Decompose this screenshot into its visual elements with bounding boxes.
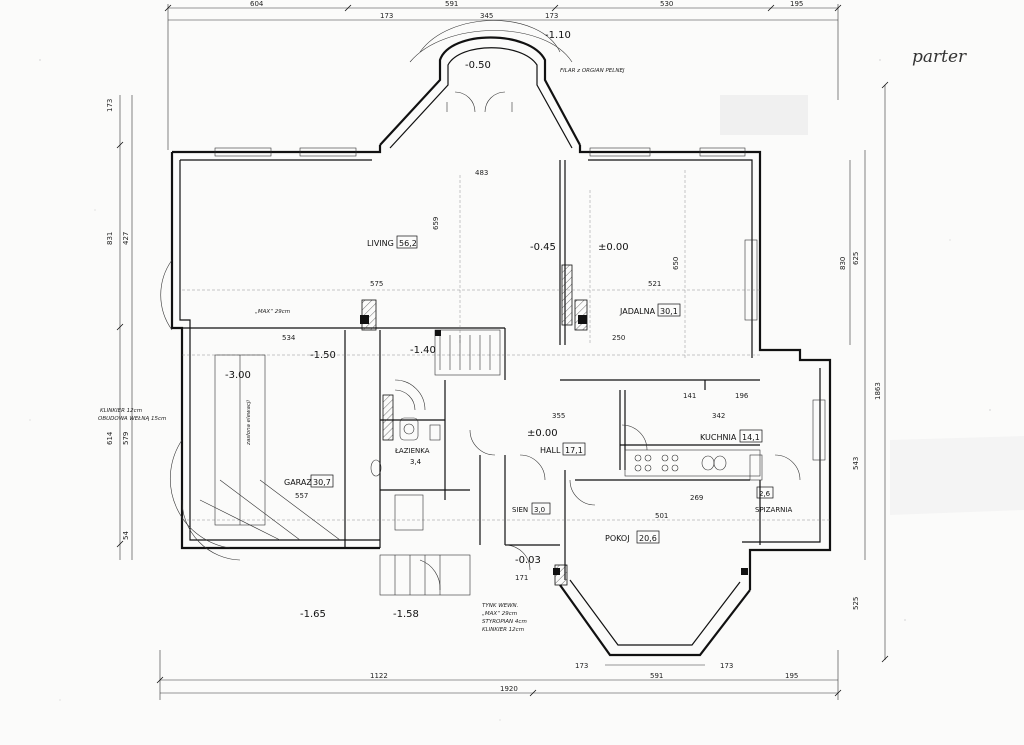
room-area-garaz: 30,7 — [313, 478, 331, 487]
note-garage: zasłona elewacji — [246, 400, 252, 446]
dim-label: 501 — [655, 512, 668, 520]
dim-label: 427 — [122, 232, 130, 245]
room-name-garaz: GARAZ — [284, 478, 312, 487]
dim-label: 173 — [720, 662, 733, 670]
note-beam: „MAX“ 29cm — [255, 309, 290, 315]
room-name-sien: SIEN — [512, 506, 528, 514]
dimension-lines — [119, 4, 886, 700]
note-stairs: TYNK WEWN. — [482, 603, 519, 609]
bathroom-fixtures — [370, 417, 441, 531]
dim-label: 141 — [683, 392, 696, 400]
dimension-ticks — [116, 4, 889, 697]
room-area-living: 56,2 — [399, 239, 417, 248]
level-marker: -3.00 — [225, 370, 251, 381]
note-stairs: „MAX“ 29cm — [482, 611, 517, 617]
level-marker: -1.58 — [393, 609, 419, 620]
dim-label: 171 — [515, 574, 528, 582]
dim-label: 173 — [575, 662, 588, 670]
dim-label: 195 — [790, 0, 803, 8]
level-marker: ±0.00 — [527, 428, 558, 439]
dim-label: 54 — [122, 531, 130, 540]
door-swings — [160, 259, 801, 571]
dim-label: 591 — [445, 0, 458, 8]
room-area-pokoj: 20,6 — [639, 534, 657, 543]
room-area-hall: 17,1 — [565, 446, 583, 455]
redacted-patch-right — [890, 436, 1024, 515]
room-name-pokoj: POKOJ — [605, 534, 630, 543]
room-name-lazienka: ŁAZIENKA — [394, 447, 430, 455]
note-stairs: KLINKIER 12cm — [482, 627, 524, 633]
dim-label: 521 — [648, 280, 661, 288]
dim-label: 575 — [370, 280, 383, 288]
dim-label: 195 — [785, 672, 798, 680]
dim-label: 625 — [852, 252, 860, 265]
note-balcony: FILAR z ORGIAN PELNEJ — [560, 68, 625, 74]
kitchen-fixtures — [624, 449, 763, 481]
top-bay — [379, 20, 581, 149]
dim-label: 591 — [650, 672, 663, 680]
dim-label: 1863 — [874, 382, 882, 400]
dim-label: 650 — [672, 257, 680, 270]
axis-lines — [182, 170, 830, 521]
room-name-kuchnia: KUCHNIA — [700, 433, 737, 442]
dim-label: 173 — [106, 99, 114, 112]
redacted-patch — [720, 95, 808, 135]
level-marker: -1.10 — [545, 30, 571, 41]
dim-label: 525 — [852, 597, 860, 610]
dim-label: 557 — [295, 492, 308, 500]
note-stairs: STYROPIAN 4cm — [482, 619, 527, 625]
dim-label: 530 — [660, 0, 673, 8]
dim-label: 579 — [122, 432, 130, 445]
dim-label: 196 — [735, 392, 749, 400]
dim-label: 543 — [852, 457, 860, 470]
bottom-bay — [559, 579, 751, 666]
level-marker: -0.45 — [530, 242, 556, 253]
interior-walls — [182, 160, 761, 580]
dim-label: 659 — [432, 217, 440, 230]
note-wall2: OBUDOWA WEŁNĄ 15cm — [98, 416, 166, 422]
staircase — [379, 329, 501, 596]
room-area-lazienka: 3,4 — [410, 458, 422, 466]
dim-label: 483 — [475, 169, 488, 177]
room-area-sien: 3,0 — [534, 506, 545, 514]
level-marker: -0.03 — [515, 555, 541, 566]
level-marker: -0.50 — [465, 60, 491, 71]
dim-label: 269 — [690, 494, 703, 502]
dim-label: 830 — [839, 257, 847, 270]
level-marker: -1.65 — [300, 609, 326, 620]
level-marker: -1.40 — [410, 345, 436, 356]
room-name-spizarnia: SPIZARNIA — [755, 506, 792, 514]
dim-label: 1122 — [370, 672, 388, 680]
dim-label: 534 — [282, 334, 296, 342]
dim-label: 831 — [106, 232, 114, 245]
level-marker: ±0.00 — [598, 242, 629, 253]
dim-label: 250 — [612, 334, 625, 342]
dim-label: 614 — [106, 431, 114, 445]
dim-label: 342 — [712, 412, 725, 420]
dim-label: 604 — [250, 0, 264, 8]
dim-label: 173 — [380, 12, 393, 20]
columns — [360, 315, 748, 575]
room-area-jadalna: 30,1 — [660, 307, 678, 316]
dim-label: 1920 — [500, 685, 518, 693]
dim-label: 345 — [480, 12, 493, 20]
level-marker: -1.50 — [310, 350, 336, 361]
dim-label: 173 — [545, 12, 558, 20]
room-area-spizarnia: 2,6 — [759, 490, 771, 498]
room-area-kuchnia: 14,1 — [742, 433, 760, 442]
room-name-hall: HALL — [540, 446, 561, 455]
note-wall: KLINKIER 12cm — [100, 408, 142, 414]
sheet-title: parter — [912, 47, 967, 67]
room-name-living: LIVING — [367, 239, 394, 248]
paper-speckles — [29, 59, 991, 721]
room-name-jadalna: JADALNA — [619, 307, 656, 316]
garage-car — [214, 354, 266, 526]
dim-label: 355 — [552, 412, 565, 420]
